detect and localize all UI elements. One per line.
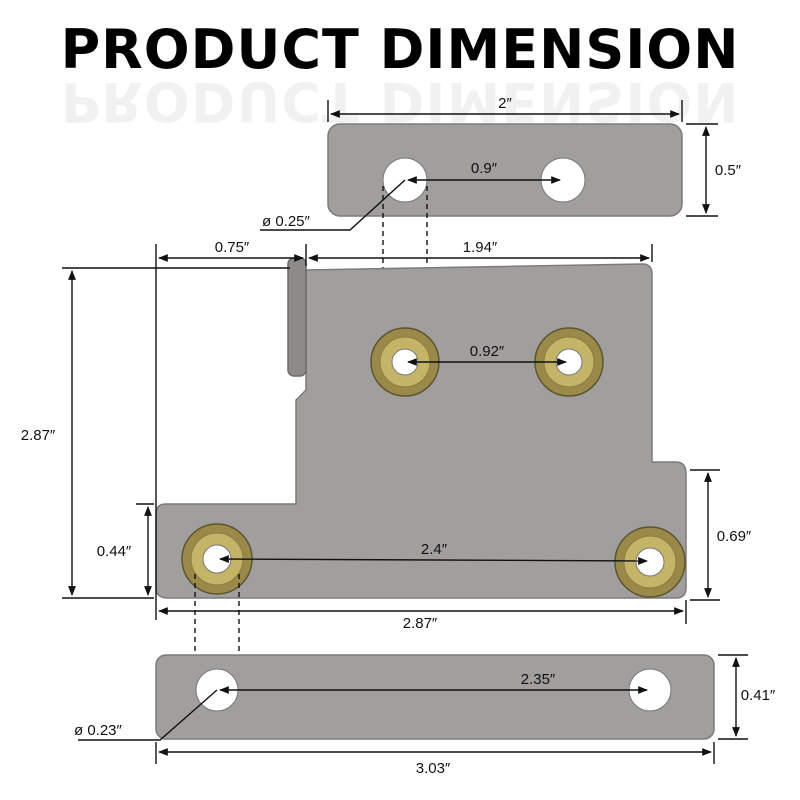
bottom-plate-dimensions: [78, 654, 748, 764]
left-step-height-label: 0.44″: [97, 543, 132, 560]
top-plate-hole-diameter-label: ø 0.25″: [262, 213, 311, 230]
bottom-hole-diameter-label: ø 0.23″: [74, 722, 123, 739]
bottom-height-label: 0.41″: [741, 687, 776, 704]
main-height-label: 2.87″: [21, 427, 56, 444]
upper-nut-spacing-label: 0.92″: [470, 343, 505, 360]
flange-offset-label: 0.75″: [215, 239, 250, 256]
main-plate: [155, 257, 687, 599]
top-plate: [327, 123, 683, 217]
top-width-label: 1.94″: [463, 239, 498, 256]
page-title: PRODUCT DIMENSION: [60, 18, 740, 81]
bottom-plate: [155, 654, 715, 740]
lower-nut-spacing-label: 2.4″: [421, 541, 448, 558]
right-step-height-label: 0.69″: [717, 528, 752, 545]
top-plate-height-label: 0.5″: [715, 162, 742, 179]
bottom-hole-spacing-label: 2.35″: [521, 671, 556, 688]
main-plate-flange: [287, 257, 307, 377]
bottom-plate-body: [155, 654, 715, 740]
bottom-width-total-label: 3.03″: [416, 760, 451, 777]
top-plate-width-label: 2″: [498, 95, 512, 112]
bottom-width-label: 2.87″: [403, 615, 438, 632]
top-plate-hole-spacing-label: 0.9″: [471, 160, 498, 177]
main-plate-dimensions: [62, 244, 720, 690]
nut-lower-right: [614, 526, 686, 598]
nut-upper-right: [534, 327, 604, 397]
